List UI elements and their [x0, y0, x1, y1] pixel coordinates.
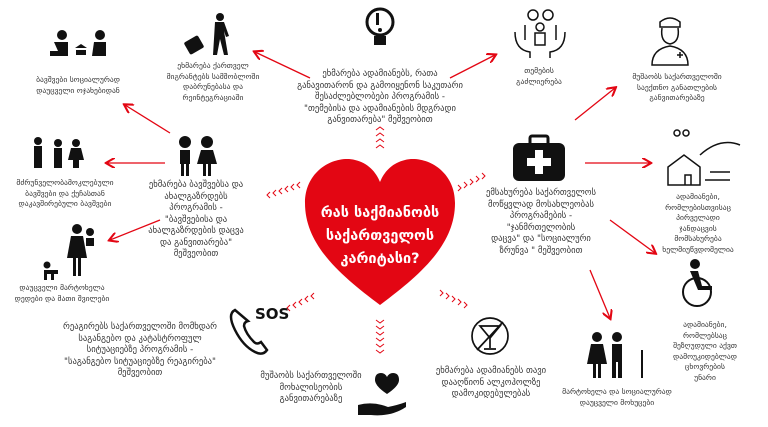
- text-migrants: ეხმარება ქართველ მიგრანტებს სამშობლოში დ…: [166, 61, 260, 102]
- family-in-hands-icon: [514, 9, 566, 58]
- rural-house-icon: [667, 129, 741, 186]
- mother-with-children-icon: [43, 224, 94, 280]
- nurse-icon: [651, 17, 689, 66]
- text-families: ბავშვები სოციალურად დაუცველი ოჯახებიდან: [36, 75, 120, 95]
- arrow: [609, 219, 655, 253]
- text-elderly: მარტოხელა და სოციალურად დაუცველი მოხუცებ…: [562, 387, 672, 407]
- text-disabled: ადამიანები, რომლებსაც შეზღუდული აქვთ დამ…: [673, 320, 737, 382]
- chevron-trails: [266, 126, 486, 354]
- text-main-top: ეხმარება ადამიანებს, რათა განავითარონ და…: [297, 69, 463, 125]
- arrow: [589, 269, 610, 318]
- children-playing-icon: [50, 30, 106, 56]
- sos-label: SOS: [255, 305, 290, 323]
- first-aid-kit-icon: [513, 134, 565, 181]
- text-communities: თემების გაძლიერება: [516, 66, 562, 86]
- text-emergency: რეაგირებს საქართველოში მომხდარ საგანგებო…: [63, 322, 217, 378]
- text-main-health: ემსახურება საქართველოს მოწყვლად მოსახლეო…: [486, 188, 596, 256]
- heart-in-hand-icon: [358, 373, 406, 416]
- text-alcohol: ეხმარება ადამიანებს თავი დააღწიონ ალკოჰო…: [435, 366, 547, 399]
- lightbulb-icon: [365, 7, 395, 45]
- arrow: [110, 219, 161, 240]
- text-street-children: მძრუნველობამოკლებული ბავშვები და ქუჩასთა…: [16, 178, 114, 208]
- text-rural: ადამიანები, რომლებისთვისაც პირველადი ჯან…: [662, 192, 734, 254]
- no-alcohol-icon: [471, 317, 509, 355]
- arrow: [449, 55, 495, 79]
- center-title: რას საქმიანობს საქართველოს კარიტასი?: [320, 205, 440, 267]
- group-of-children-icon: [34, 137, 84, 168]
- sos-phone-icon: [229, 308, 269, 355]
- arrow: [125, 105, 171, 134]
- text-single-mothers: დაუცველი მარტოხელა დედები და მათი შვილებ…: [14, 283, 110, 303]
- arrow: [255, 52, 311, 79]
- elderly-couple-icon: [587, 332, 643, 378]
- arrow: [574, 88, 615, 121]
- text-volunteer: მუშაობს საქართველოში მოხალისეობის განვით…: [260, 371, 362, 404]
- heart-shape: [305, 159, 455, 305]
- wheelchair-icon: [682, 259, 712, 307]
- migrant-with-suitcase-icon: [184, 13, 229, 55]
- text-main-children: ეხმარება ბავშვებსა და ახალგაზრდებს პროგრ…: [148, 180, 244, 259]
- text-nurse: მუშაობს საქართველოში საექთნო განათლების …: [632, 72, 722, 102]
- boy-and-girl-icon: [179, 136, 217, 176]
